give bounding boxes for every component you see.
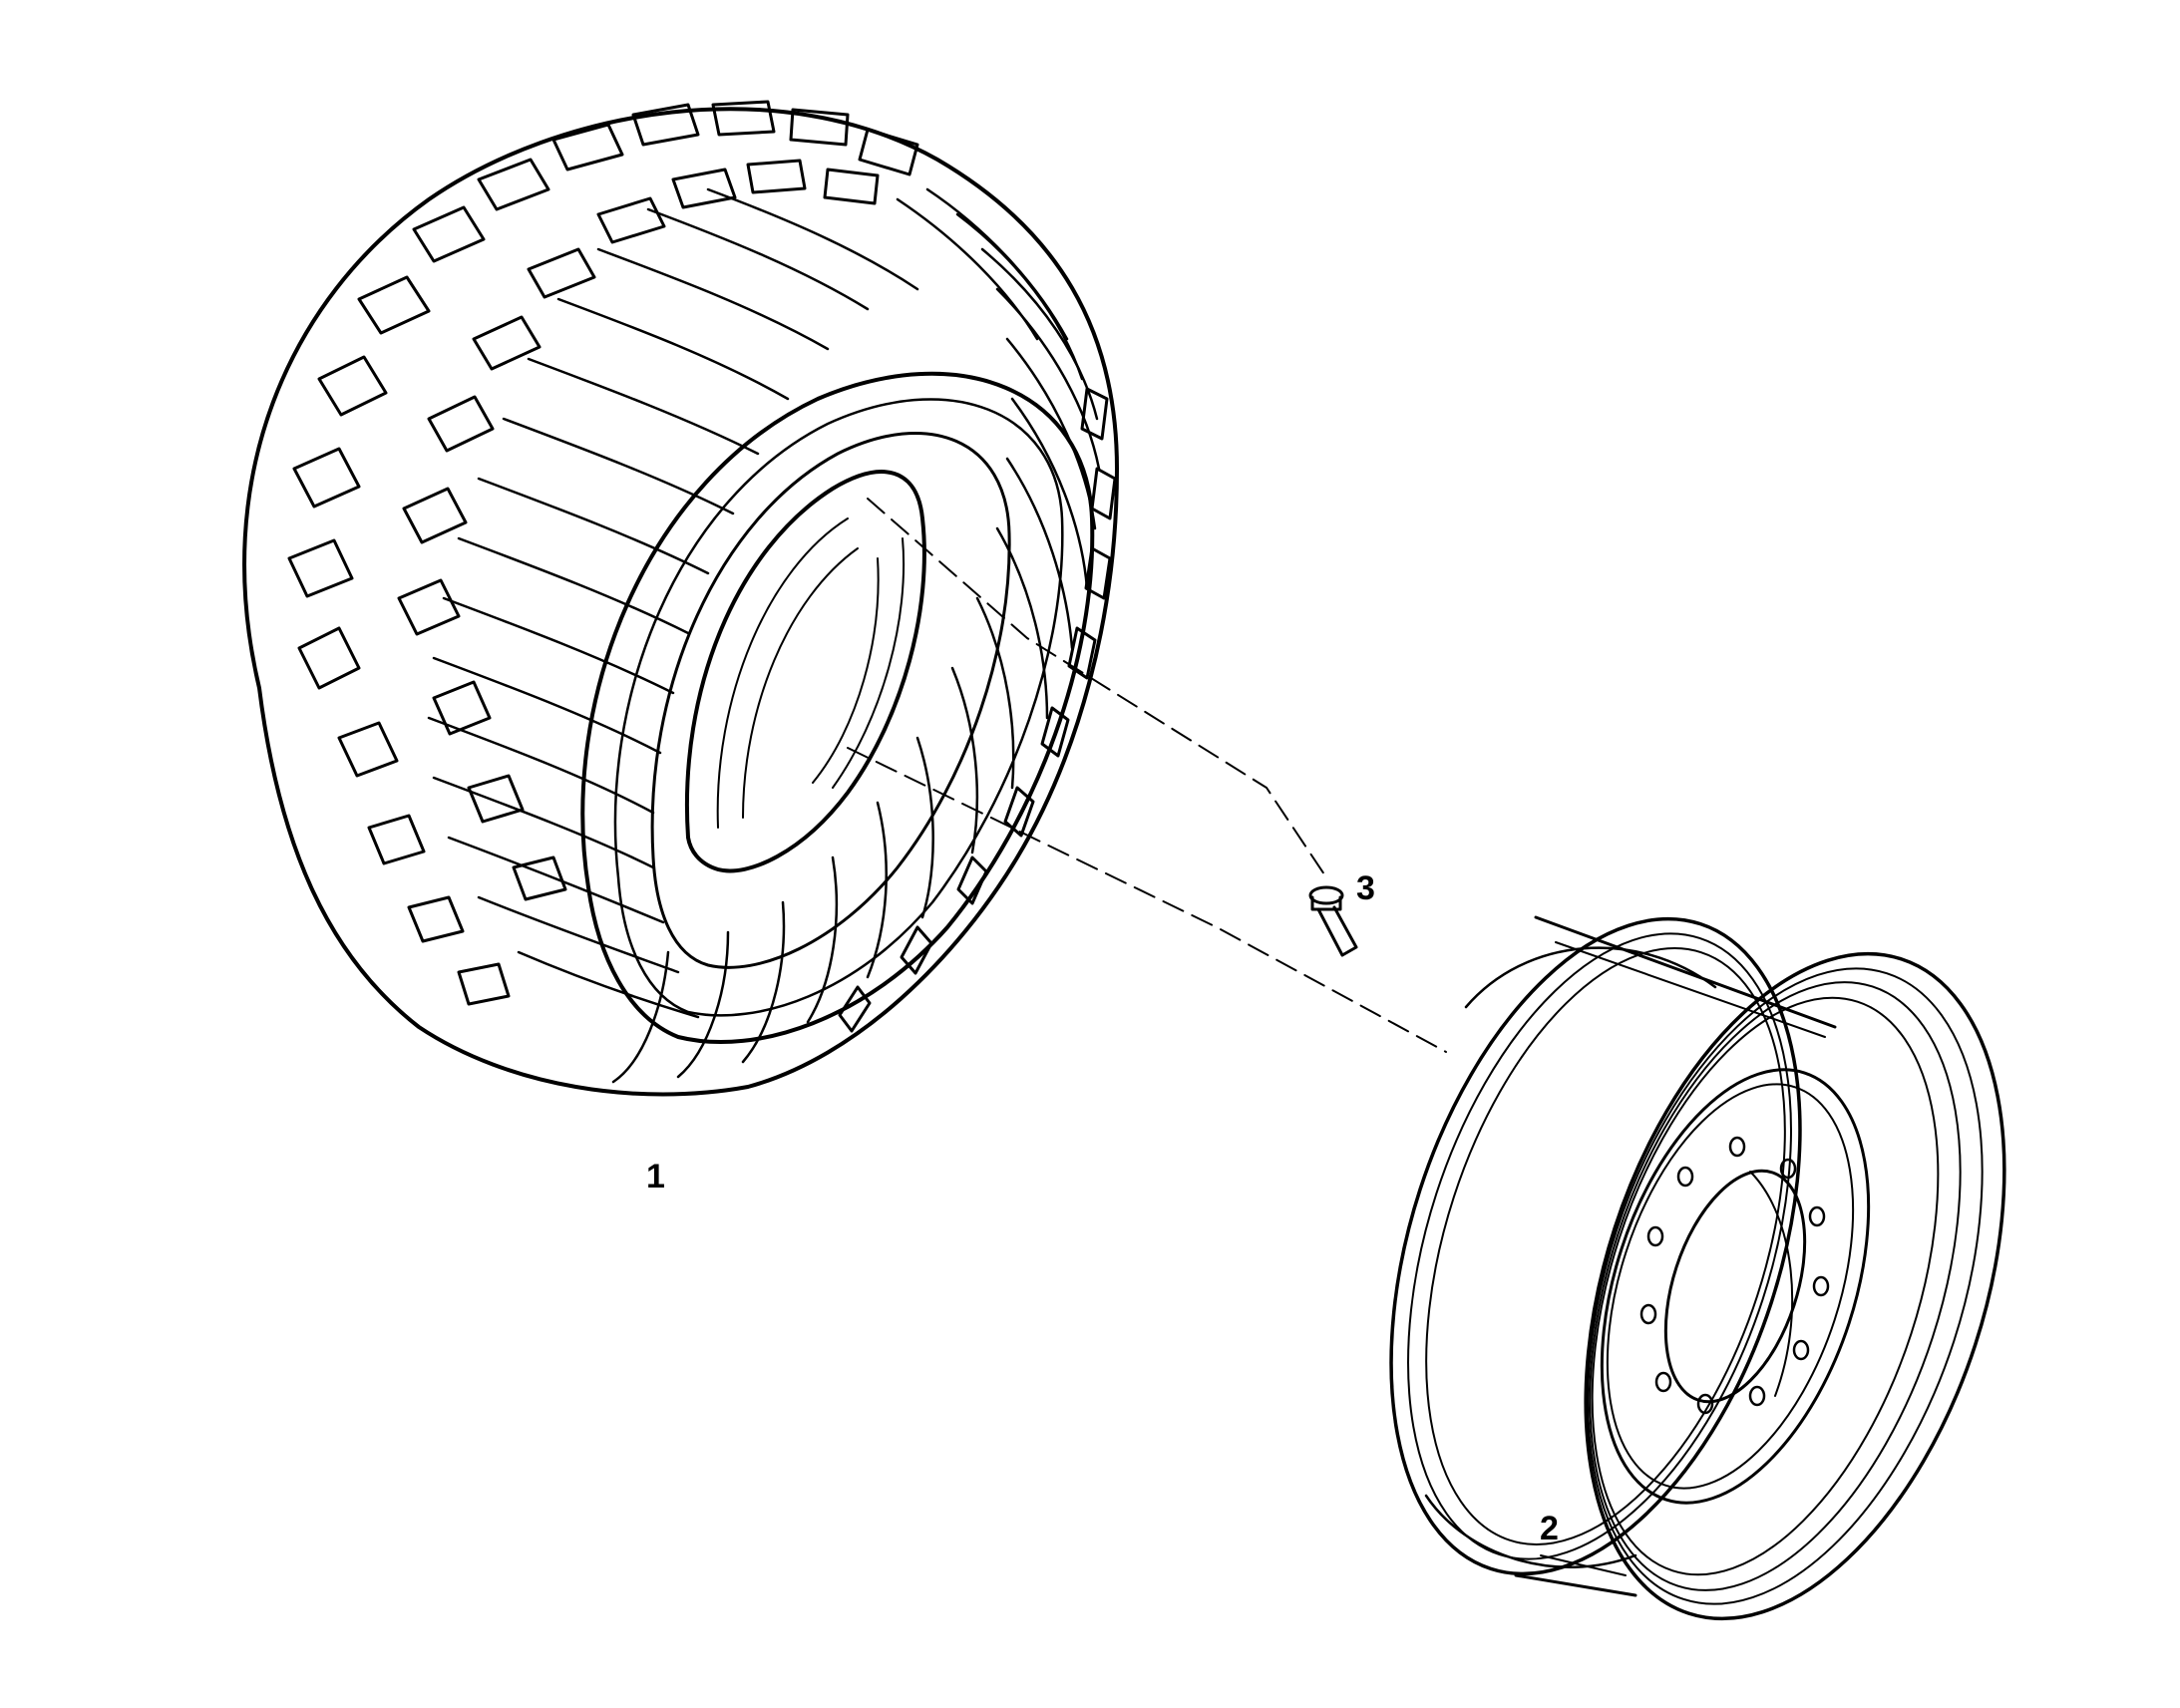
tire-icon xyxy=(242,100,1119,1097)
callout-rim: 2 xyxy=(1540,1510,1559,1547)
assembly-leader-lines xyxy=(847,498,1447,1053)
valve-stem-icon xyxy=(1308,885,1358,957)
wheel-rim-icon xyxy=(1389,915,2006,1621)
callout-tire: 1 xyxy=(646,1158,665,1196)
callout-valve: 3 xyxy=(1356,869,1375,907)
